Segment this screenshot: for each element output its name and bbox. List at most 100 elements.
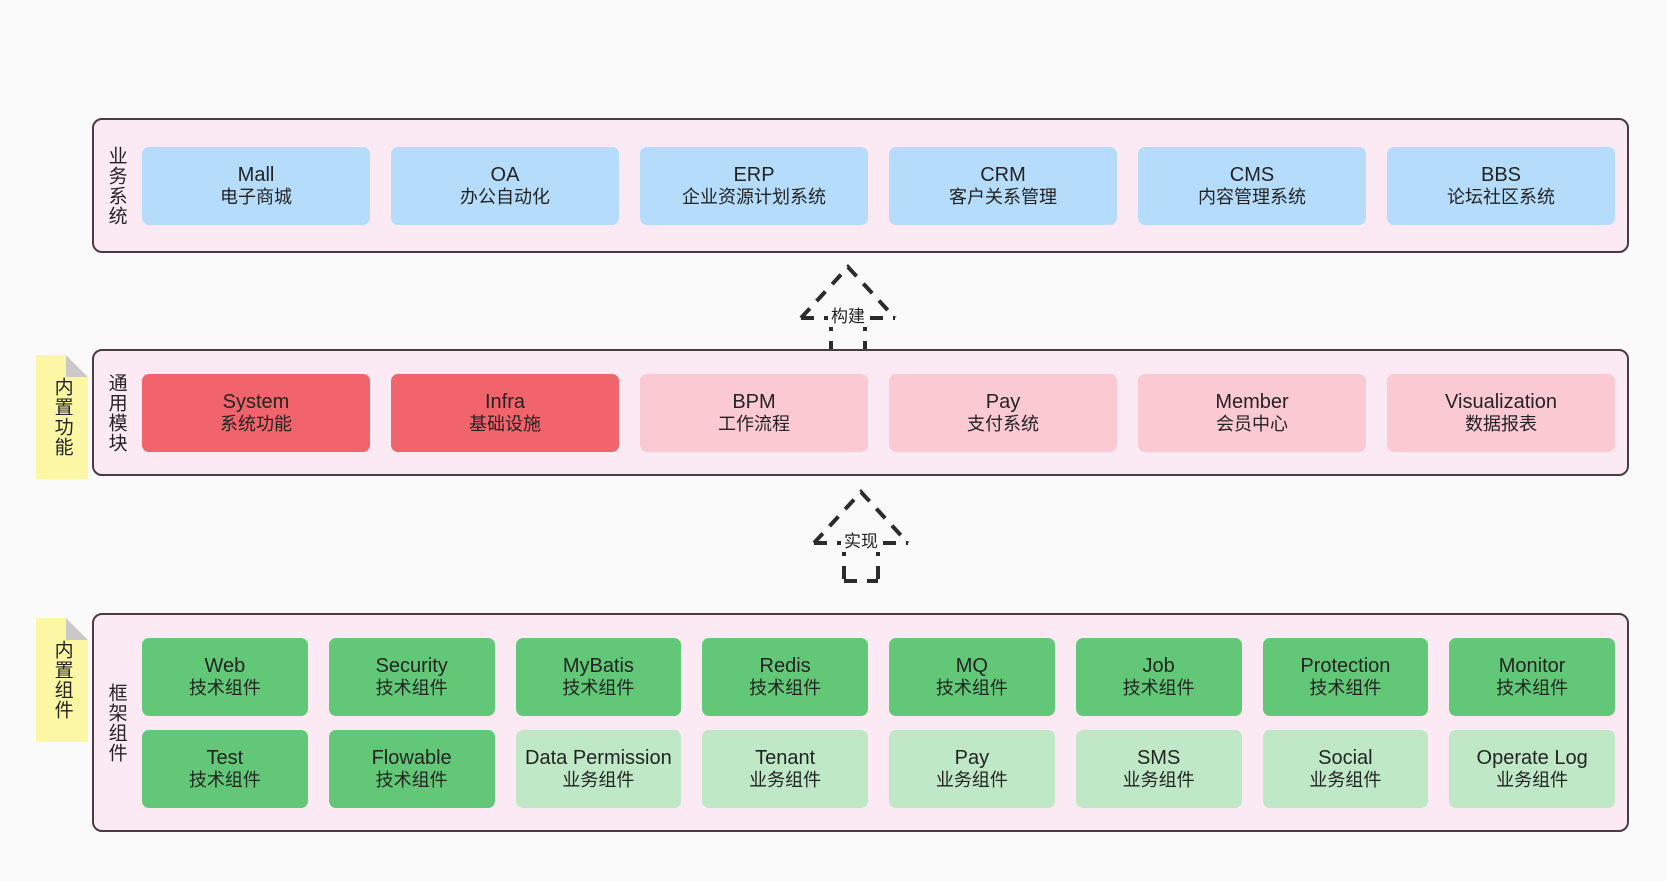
layer-title-business-system: 业务系统 — [105, 145, 127, 226]
node-system[interactable]: System 系统功能 — [142, 373, 370, 452]
node-subtitle: 业务组件 — [1496, 769, 1569, 790]
node-visualization[interactable]: Visualization 数据报表 — [1387, 373, 1615, 452]
node-crm[interactable]: CRM 客户关系管理 — [889, 146, 1117, 225]
node-title: BBS — [1480, 163, 1522, 186]
node-title: Mall — [237, 163, 275, 186]
node-subtitle: 业务组件 — [1122, 769, 1195, 790]
dashed-generalization-arrow-icon — [812, 489, 910, 583]
node-mq[interactable]: MQ 技术组件 — [889, 637, 1055, 716]
connector-implement: 实现 — [808, 487, 968, 583]
sticky-note-builtin-component: 内置组件 — [36, 618, 88, 742]
node-title: MyBatis — [562, 654, 634, 677]
node-monitor[interactable]: Monitor 技术组件 — [1449, 637, 1615, 716]
node-infra[interactable]: Infra 基础设施 — [391, 373, 619, 452]
node-row: Test 技术组件 Flowable 技术组件 Data Permission … — [142, 729, 1615, 808]
node-subtitle: 技术组件 — [1309, 677, 1382, 698]
node-title: System — [222, 390, 290, 413]
node-subtitle: 业务组件 — [1309, 769, 1382, 790]
node-title: ERP — [733, 163, 775, 186]
node-mybatis[interactable]: MyBatis 技术组件 — [515, 637, 682, 716]
node-pay-component[interactable]: Pay 业务组件 — [889, 729, 1055, 808]
node-bpm[interactable]: BPM 工作流程 — [640, 373, 868, 452]
node-title: Member — [1215, 390, 1289, 413]
node-title: Pay — [985, 390, 1021, 413]
node-subtitle: 办公自动化 — [460, 186, 550, 207]
node-redis[interactable]: Redis 技术组件 — [702, 637, 868, 716]
node-pay-module[interactable]: Pay 支付系统 — [889, 373, 1117, 452]
node-row: Mall 电子商城 OA 办公自动化 ERP 企业资源计划系统 CRM 客户关系… — [142, 146, 1615, 225]
node-web[interactable]: Web 技术组件 — [142, 637, 308, 716]
node-title: Social — [1318, 746, 1373, 769]
node-title: Web — [204, 654, 246, 677]
node-subtitle: 技术组件 — [935, 677, 1008, 698]
node-title: Pay — [954, 746, 990, 769]
node-subtitle: 技术组件 — [749, 677, 822, 698]
node-title: MQ — [955, 654, 988, 677]
node-title: Data Permission — [525, 746, 672, 769]
dashed-generalization-arrow-icon — [799, 264, 897, 358]
layer-title-framework-component: 框架组件 — [105, 682, 127, 763]
node-member[interactable]: Member 会员中心 — [1138, 373, 1366, 452]
node-title: Infra — [484, 390, 526, 413]
node-security[interactable]: Security 技术组件 — [328, 637, 495, 716]
node-subtitle: 基础设施 — [469, 413, 541, 434]
node-mall[interactable]: Mall 电子商城 — [142, 146, 370, 225]
node-operate-log[interactable]: Operate Log 业务组件 — [1449, 729, 1615, 808]
layer-title-common-module: 通用模块 — [105, 372, 127, 453]
node-erp[interactable]: ERP 企业资源计划系统 — [640, 146, 868, 225]
node-flowable[interactable]: Flowable 技术组件 — [328, 729, 495, 808]
sticky-note-label: 内置组件 — [51, 640, 73, 720]
layer-body-framework-component: Web 技术组件 Security 技术组件 MyBatis 技术组件 Redi… — [138, 615, 1627, 830]
node-subtitle: 会员中心 — [1216, 413, 1288, 434]
node-subtitle: 数据报表 — [1465, 413, 1537, 434]
node-subtitle: 技术组件 — [188, 769, 261, 790]
node-subtitle: 支付系统 — [967, 413, 1039, 434]
node-social[interactable]: Social 业务组件 — [1262, 729, 1429, 808]
node-row: System 系统功能 Infra 基础设施 BPM 工作流程 Pay 支付系统… — [142, 373, 1615, 452]
node-title: Monitor — [1498, 654, 1566, 677]
node-title: Redis — [759, 654, 811, 677]
node-title: Visualization — [1445, 390, 1557, 413]
connector-label-implement: 实现 — [841, 527, 881, 552]
node-protection[interactable]: Protection 技术组件 — [1262, 637, 1429, 716]
node-test[interactable]: Test 技术组件 — [142, 729, 308, 808]
node-title: OA — [490, 163, 520, 186]
connector-build: 构建 — [795, 262, 955, 358]
node-subtitle: 内容管理系统 — [1198, 186, 1306, 207]
node-title: Security — [375, 654, 448, 677]
node-row: Web 技术组件 Security 技术组件 MyBatis 技术组件 Redi… — [142, 637, 1615, 716]
node-subtitle: 电子商城 — [220, 186, 292, 207]
node-subtitle: 技术组件 — [1496, 677, 1569, 698]
node-subtitle: 技术组件 — [375, 677, 448, 698]
node-subtitle: 论坛社区系统 — [1447, 186, 1555, 207]
layer-business-system: 业务系统 Mall 电子商城 OA 办公自动化 ERP 企业资源计划系统 CRM… — [92, 118, 1629, 253]
node-oa[interactable]: OA 办公自动化 — [391, 146, 619, 225]
node-title: SMS — [1136, 746, 1181, 769]
node-subtitle: 技术组件 — [188, 677, 261, 698]
node-title: Protection — [1300, 654, 1391, 677]
node-title: CRM — [980, 163, 1026, 186]
node-subtitle: 技术组件 — [375, 769, 448, 790]
node-tenant[interactable]: Tenant 业务组件 — [702, 729, 868, 808]
node-title: Test — [206, 746, 244, 769]
node-subtitle: 业务组件 — [935, 769, 1008, 790]
node-subtitle: 技术组件 — [1122, 677, 1195, 698]
node-data-permission[interactable]: Data Permission 业务组件 — [515, 729, 682, 808]
layer-framework-component: 框架组件 Web 技术组件 Security 技术组件 MyBatis 技术组件… — [92, 613, 1629, 832]
node-subtitle: 客户关系管理 — [949, 186, 1057, 207]
layer-body-business-system: Mall 电子商城 OA 办公自动化 ERP 企业资源计划系统 CRM 客户关系… — [138, 120, 1627, 251]
node-title: BPM — [732, 390, 776, 413]
node-sms[interactable]: SMS 业务组件 — [1075, 729, 1242, 808]
node-title: CMS — [1229, 163, 1275, 186]
node-bbs[interactable]: BBS 论坛社区系统 — [1387, 146, 1615, 225]
node-subtitle: 技术组件 — [562, 677, 635, 698]
node-title: Job — [1142, 654, 1175, 677]
layer-common-module: 通用模块 System 系统功能 Infra 基础设施 BPM 工作流程 Pay… — [92, 349, 1629, 476]
node-title: Tenant — [755, 746, 816, 769]
layer-body-common-module: System 系统功能 Infra 基础设施 BPM 工作流程 Pay 支付系统… — [138, 351, 1627, 474]
node-cms[interactable]: CMS 内容管理系统 — [1138, 146, 1366, 225]
node-title: Flowable — [371, 746, 452, 769]
node-subtitle: 业务组件 — [749, 769, 822, 790]
node-job[interactable]: Job 技术组件 — [1075, 637, 1242, 716]
